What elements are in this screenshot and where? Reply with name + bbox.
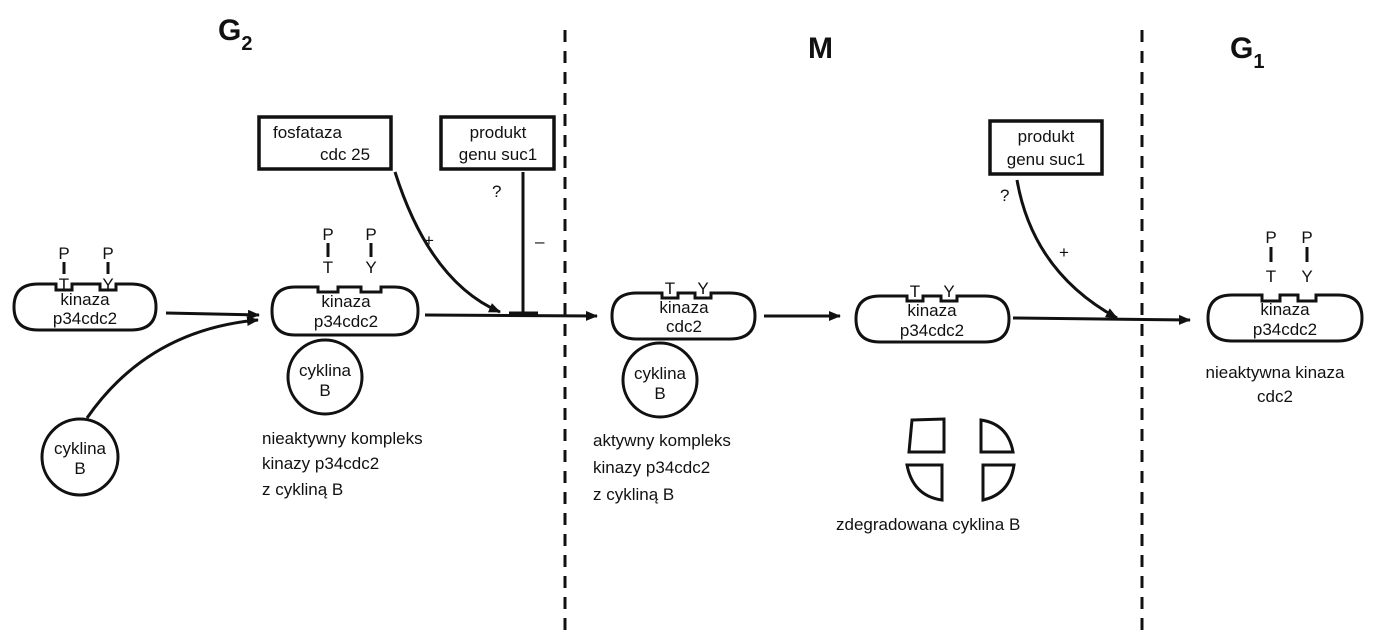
kinase-p34cdc2-free-m: T Y kinaza p34cdc2: [854, 282, 1011, 344]
svg-text:fosfataza: fosfataza: [273, 123, 343, 142]
svg-text:p34cdc2: p34cdc2: [314, 312, 378, 331]
svg-text:Y: Y: [697, 279, 708, 298]
svg-text:P: P: [1301, 228, 1312, 247]
svg-text:aktywny kompleks: aktywny kompleks: [593, 431, 731, 450]
svg-text:P: P: [102, 244, 113, 263]
svg-text:Y: Y: [102, 275, 113, 294]
kinase-p34cdc2-phosphorylated-1: P P T Y kinaza p34cdc2: [12, 244, 158, 332]
svg-text:kinaza: kinaza: [907, 301, 957, 320]
cdc25-activation-arrow: [393, 171, 501, 314]
question-mark-right: ?: [1000, 186, 1009, 205]
phase-label-g1: G1: [1230, 32, 1264, 73]
svg-text:B: B: [74, 459, 85, 478]
flow-arrow-1: [165, 309, 260, 320]
kinase-p34cdc2-phosphorylated-g1: P P T Y kinaza p34cdc2: [1206, 228, 1364, 343]
svg-text:kinaza: kinaza: [321, 292, 371, 311]
phase-label-g2: G2: [218, 14, 252, 55]
kinase-cdc2-complex-active: cyklina B T Y kinaza cdc2: [610, 279, 757, 419]
activation-plus-sign: +: [424, 231, 434, 250]
svg-text:kinaza: kinaza: [60, 290, 110, 309]
svg-text:cyklina: cyklina: [54, 439, 107, 458]
svg-text:T: T: [910, 282, 920, 301]
svg-text:cdc2: cdc2: [666, 317, 702, 336]
svg-text:B: B: [319, 381, 330, 400]
kinase-p34cdc2-complex-inactive: cyklina B P P T Y kinaza p34cdc2: [270, 225, 420, 416]
svg-text:cdc2: cdc2: [1257, 387, 1293, 406]
svg-text:produkt: produkt: [470, 123, 527, 142]
cyclin-b-free: cyklina B: [40, 417, 120, 497]
fosfataza-cdc25-box: fosfataza cdc 25: [257, 115, 393, 171]
svg-text:cdc 25: cdc 25: [320, 145, 370, 164]
inhibition-minus-sign: –: [535, 232, 545, 251]
svg-text:genu suc1: genu suc1: [459, 145, 537, 164]
suc1-product-box-right: produkt genu suc1: [988, 119, 1104, 176]
caption-inactive-kinase: nieaktywna kinaza cdc2: [1206, 363, 1345, 406]
svg-text:P: P: [58, 244, 69, 263]
caption-inactive-complex: nieaktywny kompleks kinazy p34cdc2 z cyk…: [262, 429, 423, 499]
activation-plus-sign-right: +: [1059, 243, 1069, 262]
caption-active-complex: aktywny kompleks kinazy p34cdc2 z cyklin…: [593, 431, 731, 504]
svg-text:cyklina: cyklina: [299, 361, 352, 380]
svg-text:p34cdc2: p34cdc2: [1253, 320, 1317, 339]
phase-label-m: M: [808, 32, 833, 65]
degraded-cyclin-fragments: [905, 417, 1016, 502]
svg-text:z cykliną B: z cykliną B: [593, 485, 674, 504]
svg-text:kinazy p34cdc2: kinazy p34cdc2: [593, 458, 710, 477]
svg-text:p34cdc2: p34cdc2: [900, 321, 964, 340]
svg-text:Y: Y: [365, 258, 376, 277]
svg-text:produkt: produkt: [1018, 127, 1075, 146]
svg-text:kinazy p34cdc2: kinazy p34cdc2: [262, 454, 379, 473]
svg-text:B: B: [654, 384, 665, 403]
svg-text:z cykliną B: z cykliną B: [262, 480, 343, 499]
svg-text:p34cdc2: p34cdc2: [53, 309, 117, 328]
svg-text:nieaktywny kompleks: nieaktywny kompleks: [262, 429, 423, 448]
svg-text:T: T: [665, 279, 675, 298]
svg-text:kinaza: kinaza: [659, 298, 709, 317]
svg-text:Y: Y: [943, 282, 954, 301]
flow-arrow-4: [1012, 314, 1191, 325]
svg-text:Y: Y: [1301, 267, 1312, 286]
svg-text:genu suc1: genu suc1: [1007, 150, 1085, 169]
cyclin-binding-arrow: [85, 316, 259, 419]
svg-text:cyklina: cyklina: [634, 364, 687, 383]
flow-arrow-2: [424, 310, 598, 321]
svg-text:nieaktywna kinaza: nieaktywna kinaza: [1206, 363, 1345, 382]
suc1-product-box-left: produkt genu suc1: [439, 115, 556, 171]
svg-text:T: T: [1266, 267, 1276, 286]
svg-text:P: P: [1265, 228, 1276, 247]
svg-text:P: P: [365, 225, 376, 244]
suc1-activation-arrow: [1015, 179, 1118, 320]
question-mark-left: ?: [492, 182, 501, 201]
svg-text:kinaza: kinaza: [1260, 300, 1310, 319]
caption-degraded-cyclin: zdegradowana cyklina B: [836, 515, 1020, 534]
svg-text:T: T: [323, 258, 333, 277]
svg-text:T: T: [59, 275, 69, 294]
svg-text:P: P: [322, 225, 333, 244]
